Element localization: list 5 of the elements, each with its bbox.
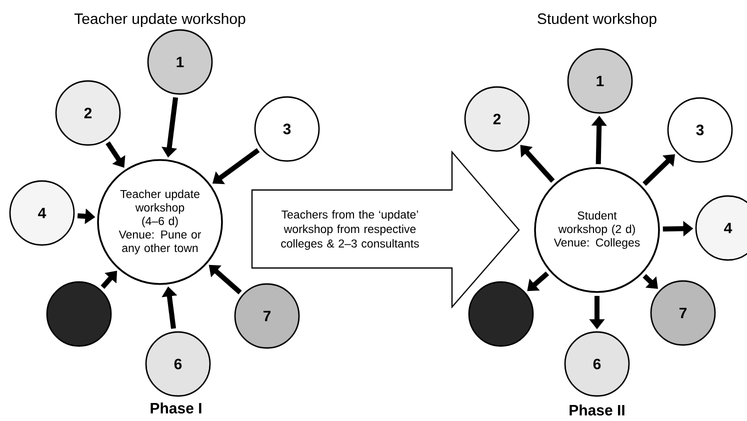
- block-arrow-connector: [527, 272, 550, 292]
- shaded-circle: [468, 281, 534, 347]
- block-arrow-connector: [642, 274, 658, 289]
- shaded-circle: [46, 281, 112, 347]
- heading: Student workshop: [538, 13, 656, 27]
